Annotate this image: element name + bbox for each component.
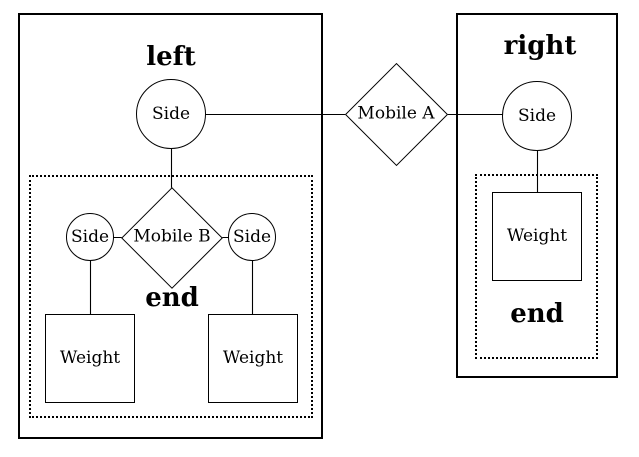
right-group-box — [456, 13, 618, 378]
left-weight-node-1: Weight — [45, 314, 135, 403]
left-side-node: Side — [136, 79, 206, 149]
right-side-node: Side — [502, 81, 572, 151]
left-end-side-node-right: Side — [228, 213, 276, 261]
left-side-node-label: Side — [151, 103, 191, 124]
mobile-b-label: Mobile B — [133, 226, 211, 247]
right-weight-node-label: Weight — [506, 226, 568, 246]
right-side-node-label: Side — [517, 105, 557, 126]
right-end-group-box — [475, 174, 598, 359]
left-weight-node-2-label: Weight — [222, 348, 284, 368]
mobile-a-label: Mobile A — [357, 103, 435, 124]
left-end-group-title: end — [145, 283, 199, 313]
right-weight-node: Weight — [492, 192, 582, 281]
left-weight-node-2: Weight — [208, 314, 298, 403]
left-end-side-left-label: Side — [70, 226, 110, 247]
left-group-box — [18, 13, 323, 439]
left-end-side-right-label: Side — [232, 226, 272, 247]
right-end-group-title: end — [510, 299, 564, 329]
right-group-title: right — [503, 31, 577, 61]
left-weight-node-1-label: Weight — [59, 348, 121, 368]
left-end-side-node-left: Side — [66, 213, 114, 261]
left-group-title: left — [146, 42, 196, 72]
